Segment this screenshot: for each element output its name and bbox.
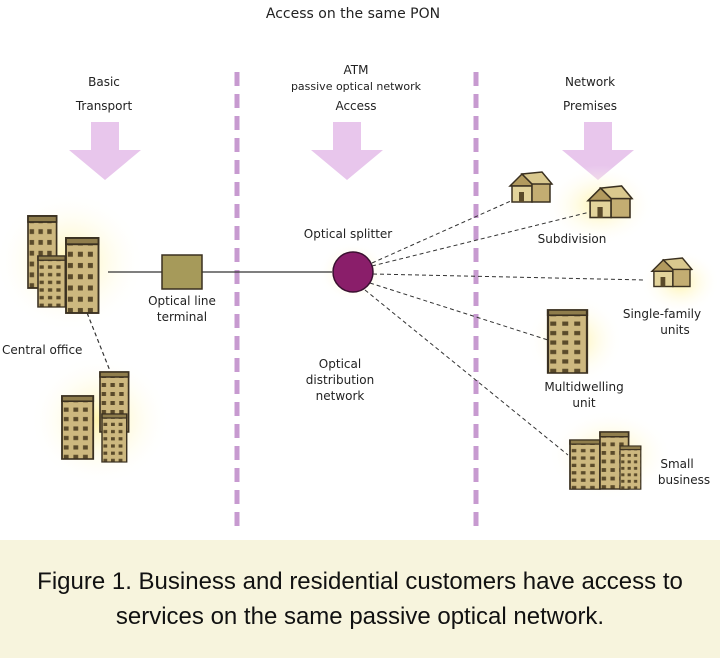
small-business-label-line1: Small (660, 457, 693, 471)
single-family-label-line2: units (660, 323, 690, 337)
house-icon (509, 171, 553, 203)
olt-label-line1: Optical line (148, 294, 216, 308)
multidwelling-label-line1: Multidwelling (544, 380, 623, 394)
col-middle-title2: passive optical network (291, 80, 422, 93)
down-arrow-icon (69, 122, 141, 180)
odn-label-line3: network (316, 389, 365, 403)
multidwelling-label-line2: unit (572, 396, 596, 410)
optical-line-terminal (161, 254, 203, 290)
col-right-title: Network (565, 75, 615, 89)
olt-label-line2: terminal (157, 310, 207, 324)
small-business-label-line2: business (658, 473, 710, 487)
figure-caption: Figure 1. Business and residential custo… (0, 540, 720, 658)
col-left-subtitle: Transport (75, 99, 133, 113)
col-middle-title: ATM (344, 63, 369, 77)
central-office-label: Central office (2, 343, 82, 357)
odn-label-line2: distribution (306, 373, 374, 387)
down-arrow-icon (562, 122, 634, 180)
pon-diagram: Access on the same PON Basic Transport A… (0, 6, 720, 530)
col-middle-subtitle: Access (335, 99, 376, 113)
figure-caption-text: Figure 1. Business and residential custo… (37, 568, 683, 630)
diagram-heading: Access on the same PON (266, 6, 440, 22)
subdivision-label: Subdivision (538, 232, 607, 246)
down-arrow-icon (311, 122, 383, 180)
splitter-label: Optical splitter (304, 227, 393, 241)
optical-splitter (332, 251, 374, 293)
col-left-title: Basic (88, 75, 120, 89)
single-family-label-line1: Single-family (623, 307, 701, 321)
col-right-subtitle: Premises (563, 99, 617, 113)
office-building-icon (546, 308, 589, 375)
odn-label-line1: Optical (319, 357, 361, 371)
